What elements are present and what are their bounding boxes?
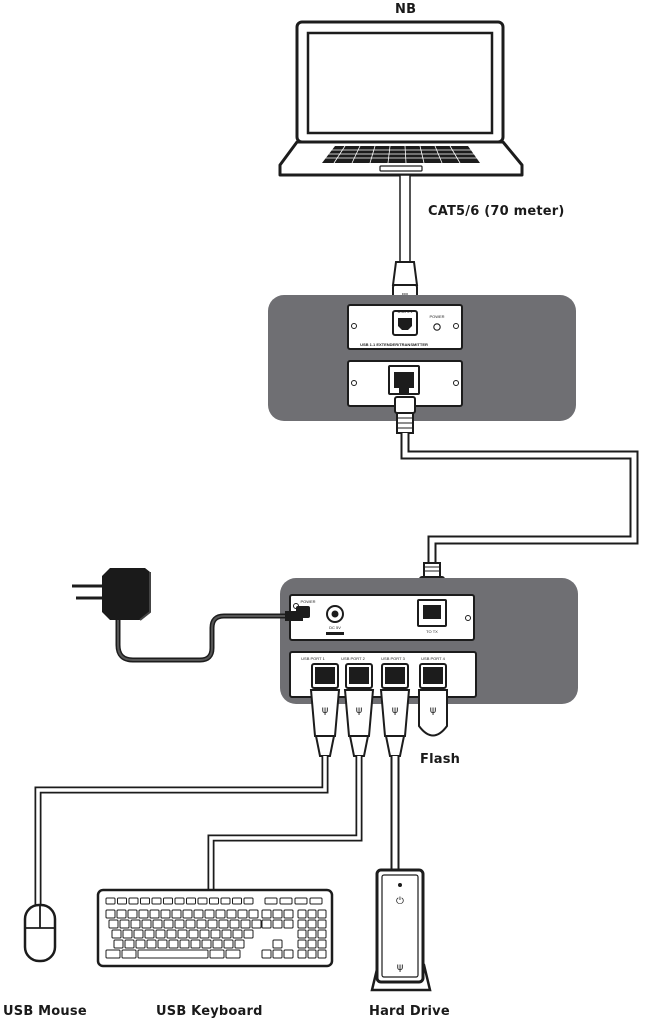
cat5-cable — [400, 433, 639, 565]
receiver-power-label: POWER — [300, 599, 315, 604]
notebook-illustration — [278, 20, 524, 177]
receiver-usb-port-3-label: USB PORT 3 — [381, 656, 405, 661]
transmitter-unit-label: USB 1.1 EXTENDER/TRANSMITTER — [360, 342, 428, 347]
usb-plug-2: ψ — [343, 663, 375, 757]
usb-mouse — [23, 903, 57, 963]
transmitter-power-label: POWER — [429, 314, 444, 319]
hard-drive: ⏻ ψ — [370, 868, 432, 992]
svg-text:ψ: ψ — [392, 705, 399, 716]
svg-text:ψ: ψ — [430, 705, 437, 716]
usb-mouse-label: USB Mouse — [3, 1004, 87, 1019]
usb-plug-1: ψ — [309, 663, 341, 757]
svg-text:⏻: ⏻ — [396, 896, 404, 907]
usb-cable-to-transmitter: ψ — [391, 174, 419, 306]
svg-text:ψ: ψ — [322, 705, 329, 716]
receiver-dc-label: DC 5V — [329, 625, 341, 630]
receiver-rj45-label: TO TX — [426, 629, 438, 634]
transmitter-unit: USB 1.1 POWER USB 1.1 EXTENDER/TRANSMITT… — [268, 295, 576, 421]
usb-keyboard-label: USB Keyboard — [156, 1004, 263, 1019]
receiver-usb-port-2-label: USB PORT 2 — [341, 656, 365, 661]
hard-drive-label: Hard Drive — [369, 1004, 450, 1019]
svg-text:ψ: ψ — [356, 705, 363, 716]
usb-plug-3: ψ — [379, 663, 411, 757]
svg-text:ψ: ψ — [397, 962, 404, 973]
flash-label: Flash — [420, 752, 461, 767]
usb-flash-drive: ψ — [418, 663, 448, 737]
notebook-label: NB — [395, 2, 417, 17]
rj45-plug-transmitter — [394, 396, 416, 434]
receiver-usb-port-4-label: USB PORT 4 — [421, 656, 445, 661]
transmitter-port-label: USB 1.1 — [398, 309, 414, 314]
peripheral-cables — [34, 756, 400, 905]
cable-length-label: CAT5/6 (70 meter) — [428, 204, 565, 219]
power-adapter — [72, 568, 303, 663]
usb-keyboard — [96, 888, 334, 968]
receiver-usb-port-1-label: USB PORT 1 — [301, 656, 325, 661]
